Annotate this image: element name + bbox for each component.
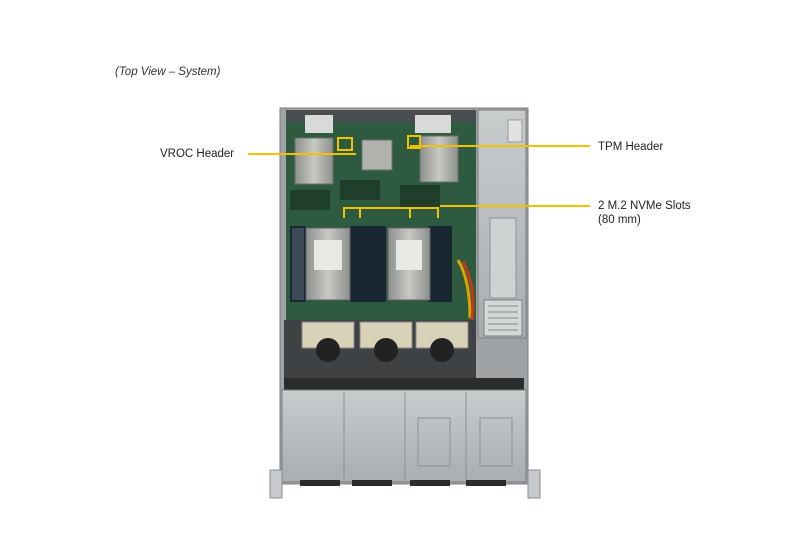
tpm-highlight-box: [407, 135, 421, 149]
drive-bay: [269, 378, 541, 499]
m2-highlight-bracket: [343, 207, 439, 218]
vroc-header-label: VROC Header: [160, 148, 235, 160]
m2-slots-label: 2 M.2 NVMe Slots (80 mm): [598, 199, 691, 227]
callout-lines: [248, 135, 590, 218]
m2-slots-label-line2: (80 mm): [598, 214, 641, 226]
riser-heatsinks: [294, 115, 459, 185]
view-caption: (Top View – System): [115, 66, 221, 78]
board-components: [290, 180, 440, 210]
vroc-highlight-box: [337, 137, 353, 151]
m2-slots-label-line1: 2 M.2 NVMe Slots: [598, 200, 691, 212]
dimm-slots: [290, 226, 452, 302]
power-supply: [477, 109, 527, 339]
fan-assembly: [284, 320, 476, 378]
power-cables: [456, 259, 475, 321]
cpu-heatsinks: [305, 227, 431, 301]
tpm-header-label: TPM Header: [598, 141, 664, 153]
